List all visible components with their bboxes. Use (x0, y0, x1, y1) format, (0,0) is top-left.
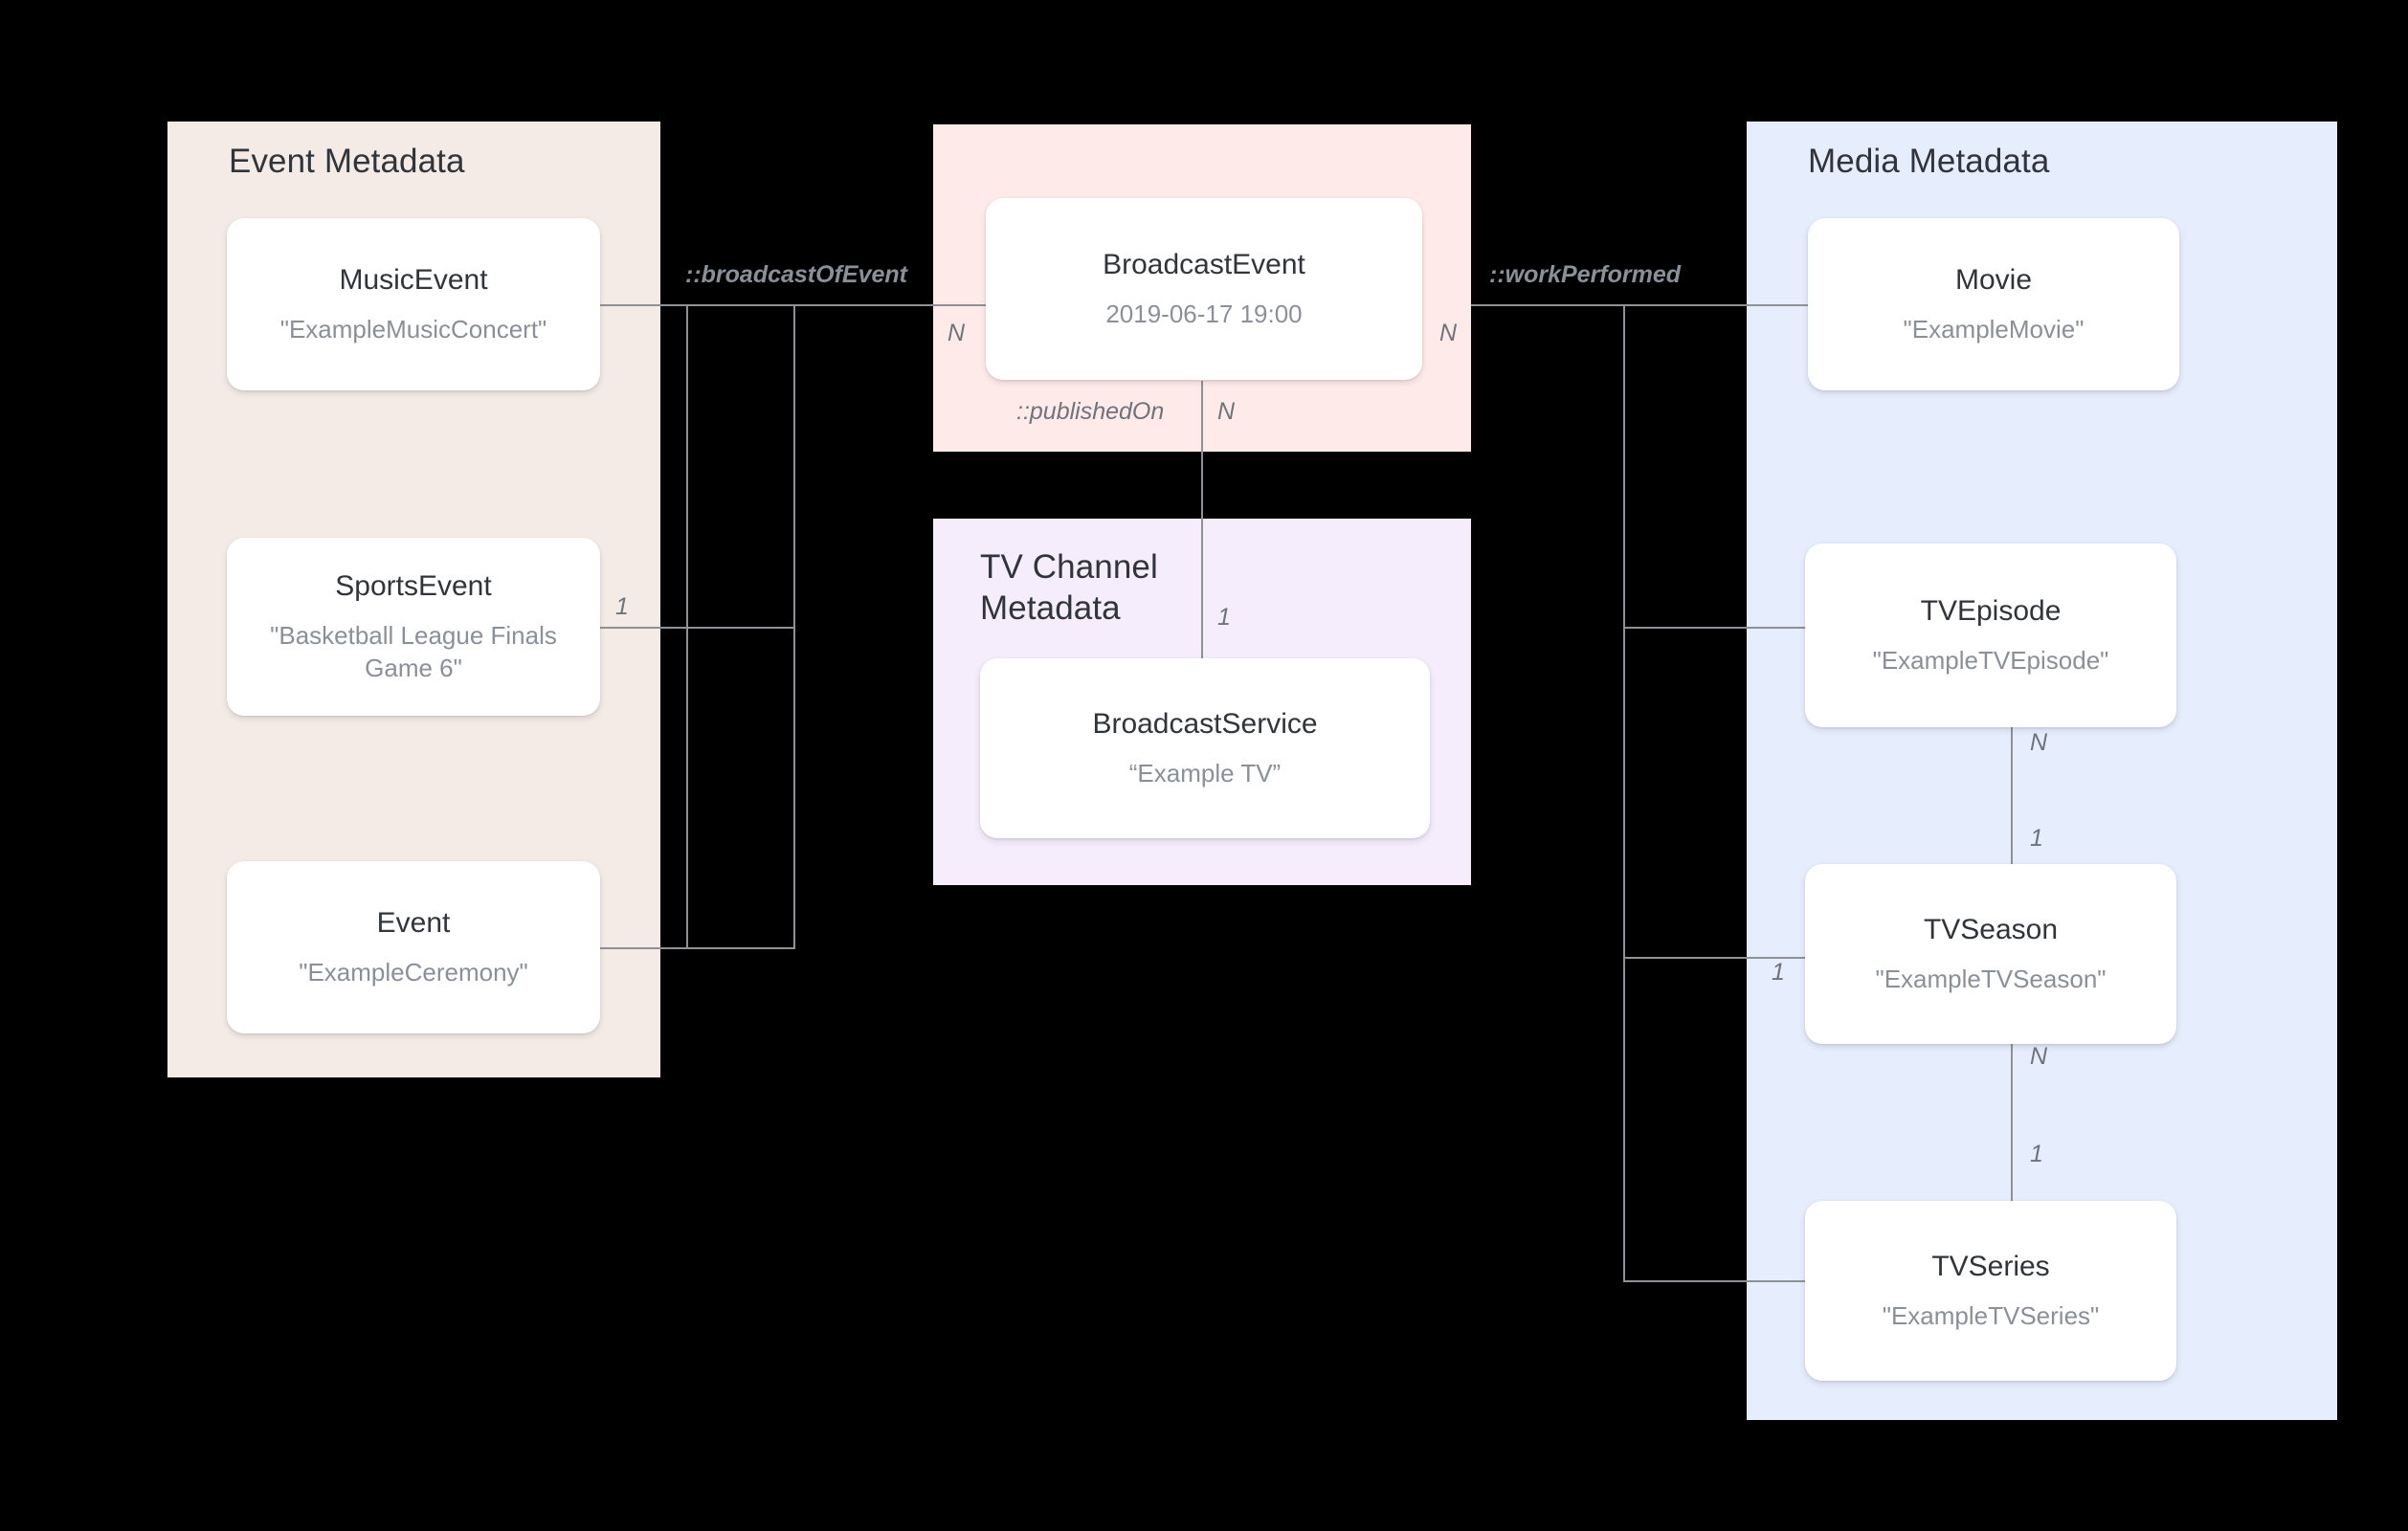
group-title-media-metadata: Media Metadata (1808, 143, 2050, 180)
entity-type-movie: Movie (1954, 264, 2033, 297)
entity-type-tv-season: TVSeason (1923, 914, 2059, 946)
entity-card-event[interactable]: Event "ExampleCeremony" (227, 861, 600, 1033)
edge-sports-event-stub (596, 627, 795, 629)
edge-media-bus-to-tv-episode (1623, 627, 1808, 629)
edge-media-bus-to-tv-season (1623, 957, 1808, 959)
entity-type-broadcast-service: BroadcastService (1092, 708, 1318, 741)
cardinality-broadcast-right-n: N (1439, 320, 1458, 346)
entity-card-broadcast-event[interactable]: BroadcastEvent 2019-06-17 19:00 (986, 198, 1422, 380)
relation-label-work-performed: ::workPerformed (1489, 261, 1682, 288)
entity-type-music-event: MusicEvent (339, 264, 488, 297)
entity-type-tv-series: TVSeries (1931, 1251, 2050, 1283)
edge-event-inner-riser (686, 304, 688, 948)
entity-card-tv-episode[interactable]: TVEpisode "ExampleTVEpisode" (1805, 544, 2176, 727)
cardinality-broadcast-service-one: 1 (1217, 604, 1231, 631)
entity-value-music-event: "ExampleMusicConcert" (279, 314, 547, 344)
cardinality-event-side-one: 1 (615, 593, 629, 620)
entity-value-movie: "ExampleMovie" (1903, 314, 2085, 344)
cardinality-season-left-one: 1 (1772, 959, 1785, 986)
group-title-tv-channel-metadata: TV Channel Metadata (980, 548, 1158, 627)
entity-value-tv-season: "ExampleTVSeason" (1875, 964, 2107, 993)
entity-value-broadcast-service: “Example TV” (1128, 758, 1282, 788)
entity-type-tv-episode: TVEpisode (1920, 595, 2062, 628)
entity-type-broadcast-event: BroadcastEvent (1103, 249, 1305, 281)
relation-label-published-on: ::publishedOn (1016, 398, 1165, 425)
entity-card-broadcast-service[interactable]: BroadcastService “Example TV” (980, 658, 1430, 838)
cardinality-published-on-n: N (1217, 398, 1236, 425)
edge-event-bus-vertical (793, 304, 795, 948)
cardinality-season-to-series-n: N (2030, 1043, 2048, 1070)
entity-card-sports-event[interactable]: SportsEvent "Basketball League Finals Ga… (227, 538, 600, 716)
entity-card-music-event[interactable]: MusicEvent "ExampleMusicConcert" (227, 218, 600, 390)
entity-value-event: "ExampleCeremony" (299, 957, 528, 987)
entity-value-broadcast-event: 2019-06-17 19:00 (1105, 299, 1303, 328)
relation-label-broadcast-of-event: ::broadcastOfEvent (685, 261, 907, 288)
cardinality-episode-to-season-one: 1 (2030, 825, 2043, 852)
entity-card-tv-season[interactable]: TVSeason "ExampleTVSeason" (1805, 864, 2176, 1044)
entity-type-event: Event (376, 907, 451, 940)
cardinality-season-to-series-one: 1 (2030, 1141, 2043, 1167)
edge-tv-season-to-tv-series (2011, 1043, 2013, 1215)
group-title-event-metadata: Event Metadata (229, 143, 465, 180)
edge-work-performed-horizontal (1471, 304, 1808, 306)
entity-value-tv-series: "ExampleTVSeries" (1882, 1300, 2100, 1330)
edge-published-on-vertical (1201, 381, 1203, 658)
edge-music-event-to-broadcast (596, 304, 987, 306)
entity-type-sports-event: SportsEvent (335, 570, 492, 603)
edge-media-bus-to-tv-series (1623, 1280, 1808, 1282)
edge-tv-episode-to-tv-season (2011, 727, 2013, 899)
edge-event-stub (596, 947, 795, 949)
entity-value-tv-episode: "ExampleTVEpisode" (1872, 645, 2109, 675)
entity-value-sports-event: "Basketball League Finals Game 6" (270, 620, 557, 682)
edge-media-bus-vertical (1623, 304, 1625, 1280)
cardinality-episode-to-season-n: N (2030, 729, 2048, 756)
entity-card-movie[interactable]: Movie "ExampleMovie" (1808, 218, 2179, 390)
entity-card-tv-series[interactable]: TVSeries "ExampleTVSeries" (1805, 1201, 2176, 1381)
cardinality-broadcast-left-n: N (948, 320, 966, 346)
